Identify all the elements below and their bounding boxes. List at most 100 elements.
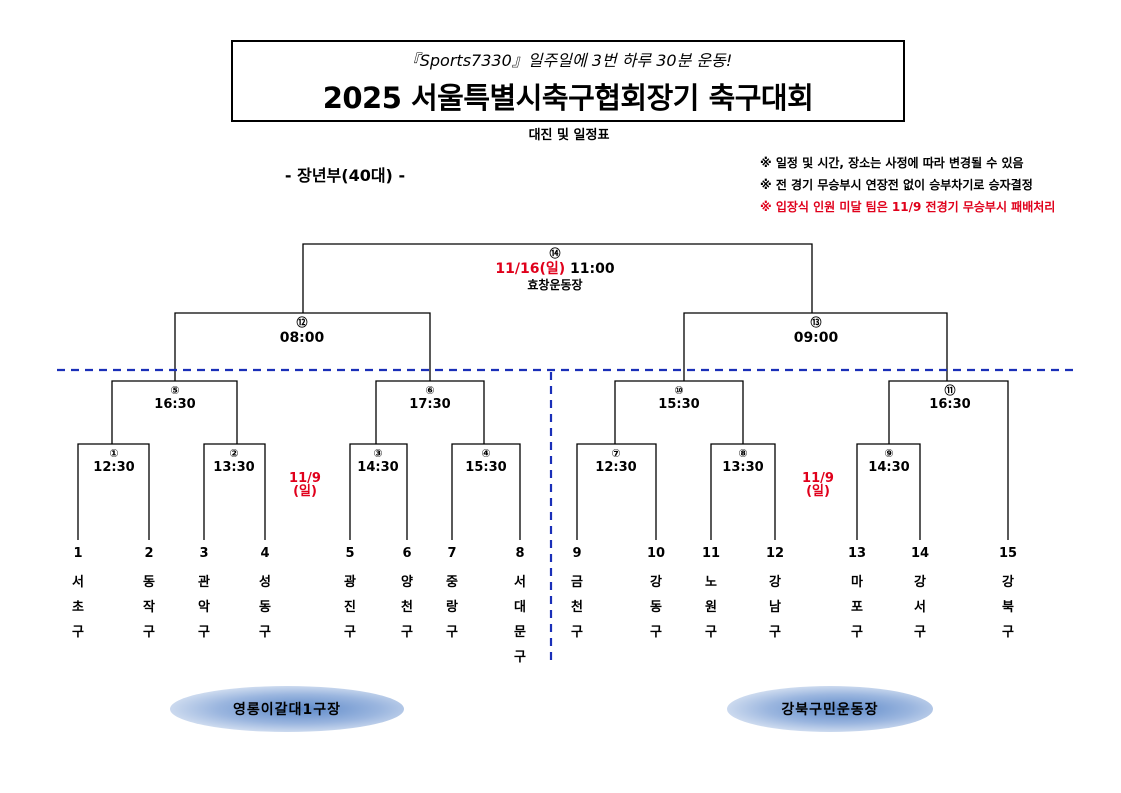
match-time: 14:30 (868, 460, 910, 475)
team-number: 7 (447, 546, 457, 561)
final-match: ⑭ 11/16(일) 11:00 효창운동장 (470, 247, 640, 293)
bracket-m2 (203, 443, 266, 540)
match-number: ⑬ (810, 316, 822, 329)
team-number: 13 (847, 546, 867, 561)
division-label: - 장년부(40대) - (284, 166, 406, 185)
match-time: 12:30 (93, 460, 135, 475)
match-number: ⑧ (738, 447, 748, 460)
bracket-semi-13 (683, 312, 948, 381)
bracket-final (302, 243, 813, 313)
match-time: 16:30 (154, 397, 196, 412)
match-time: 08:00 (279, 330, 325, 346)
team-number: 10 (646, 546, 666, 561)
match-number: ⑤ (170, 384, 180, 397)
bracket-qf-11 (888, 380, 1009, 540)
match-number: ⑩ (674, 384, 684, 397)
match-13: ⑬ 09:00 (786, 316, 846, 347)
team-number: 3 (199, 546, 209, 561)
team-number: 15 (998, 546, 1018, 561)
match-12: ⑫ 08:00 (272, 316, 332, 347)
team-number: 11 (701, 546, 721, 561)
bracket-qf-10 (614, 380, 744, 444)
match-time: 09:00 (793, 330, 839, 346)
venue-right: 강북구민운동장 (727, 686, 933, 732)
match-time: 12:30 (595, 460, 637, 475)
bracket-m8 (710, 443, 776, 540)
match-number: ⑭ (549, 247, 561, 260)
team-number: 5 (345, 546, 355, 561)
bracket-qf-6 (375, 380, 485, 444)
match-1: ① 12:30 (84, 447, 144, 475)
match-3: ③ 14:30 (348, 447, 408, 475)
subtitle: 대진 및 일정표 (499, 124, 639, 143)
match-9: ⑨ 14:30 (859, 447, 919, 475)
match-number: ⑫ (296, 316, 308, 329)
note-schedule-change: ※ 일정 및 시간, 장소는 사정에 따라 변경될 수 있음 (760, 156, 1024, 170)
match-time: 13:30 (213, 460, 255, 475)
team-number: 14 (910, 546, 930, 561)
final-date: 11/16(일) (495, 261, 566, 277)
bracket-semi-12 (174, 312, 431, 381)
team-number: 6 (402, 546, 412, 561)
match-10: ⑩ 15:30 (649, 384, 709, 412)
round1-date-left: 11/9(일) (289, 471, 321, 499)
header-box (231, 40, 905, 122)
round1-date-right: 11/9(일) (802, 471, 834, 499)
note-penalty-shootout: ※ 전 경기 무승부시 연장전 없이 승부차기로 승자결정 (760, 178, 1033, 192)
bracket-m9 (856, 443, 921, 540)
team-number: 4 (260, 546, 270, 561)
team-number: 12 (765, 546, 785, 561)
team-number: 1 (73, 546, 83, 561)
match-number: ② (229, 447, 239, 460)
match-number: ④ (481, 447, 491, 460)
final-time: 11:00 (570, 261, 615, 277)
bracket-m7 (576, 443, 657, 540)
match-number: ③ (373, 447, 383, 460)
match-5: ⑤ 16:30 (145, 384, 205, 412)
venue-left: 영롱이갈대1구장 (170, 686, 404, 732)
match-time: 15:30 (658, 397, 700, 412)
bracket-m4 (451, 443, 521, 540)
match-time: 17:30 (409, 397, 451, 412)
match-number: ⑥ (425, 384, 435, 397)
bracket-m1 (77, 443, 150, 540)
match-number: ⑪ (944, 384, 956, 397)
team-number: 9 (572, 546, 582, 561)
final-venue: 효창운동장 (527, 278, 583, 292)
match-11: ⑪ 16:30 (920, 384, 980, 412)
bracket-m3 (349, 443, 408, 540)
match-time: 13:30 (722, 460, 764, 475)
page-title: 2025 서울특별시축구협회장기 축구대회 (322, 81, 814, 115)
team-number: 8 (515, 546, 525, 561)
match-7: ⑦ 12:30 (586, 447, 646, 475)
match-time: 14:30 (357, 460, 399, 475)
match-number: ① (109, 447, 119, 460)
note-opening-ceremony: ※ 입장식 인원 미달 팀은 11/9 전경기 무승부시 패배처리 (760, 200, 1056, 214)
match-6: ⑥ 17:30 (400, 384, 460, 412)
match-number: ⑦ (611, 447, 621, 460)
match-8: ⑧ 13:30 (713, 447, 773, 475)
match-2: ② 13:30 (204, 447, 264, 475)
match-time: 15:30 (465, 460, 507, 475)
match-4: ④ 15:30 (456, 447, 516, 475)
slogan: 『Sports7330』일주일에 3번 하루 30분 운동! (403, 51, 733, 70)
bracket-qf-5 (111, 380, 238, 444)
team-number: 2 (144, 546, 154, 561)
match-time: 16:30 (929, 397, 971, 412)
